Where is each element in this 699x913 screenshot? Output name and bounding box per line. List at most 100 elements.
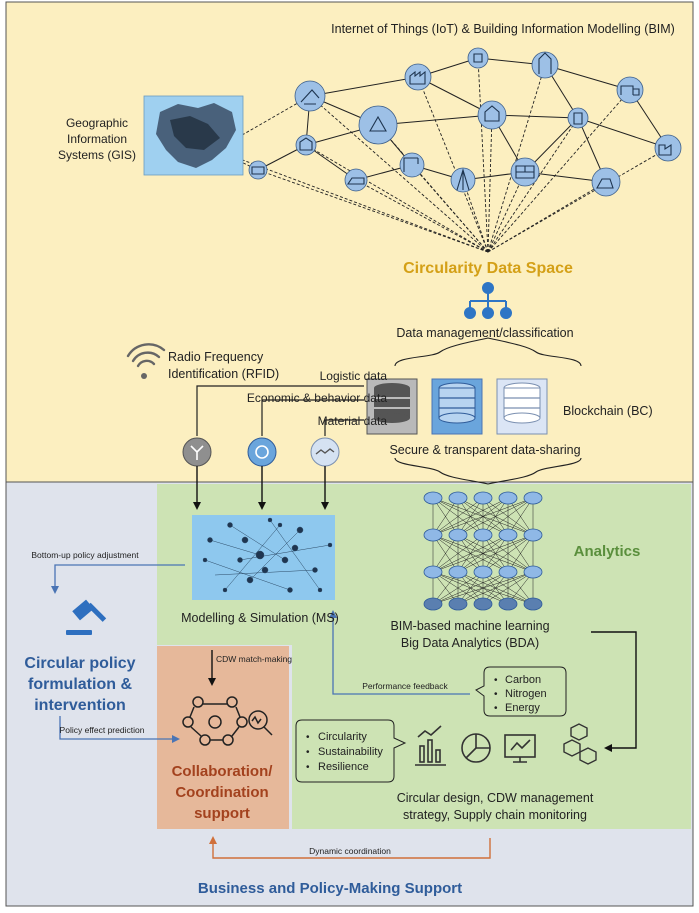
dynamic-coordination-label: Dynamic coordination <box>309 846 391 856</box>
neural-node <box>523 491 543 505</box>
neural-node <box>523 565 543 579</box>
bar-chart-icon <box>415 725 446 766</box>
neural-node <box>423 565 443 579</box>
svg-text:•: • <box>494 689 498 700</box>
rfid-icon <box>126 343 166 379</box>
neural-network-icon <box>423 491 543 611</box>
iot-title: Internet of Things (IoT) & Building Info… <box>331 22 675 36</box>
gis-label-line3: Systems (GIS) <box>58 148 136 162</box>
data-space-title: Circularity Data Space <box>403 260 573 277</box>
factory-node-icon <box>404 63 432 91</box>
mixer-node-icon <box>591 167 621 197</box>
data-to-ms-arrows <box>193 466 329 510</box>
bda-label-line1: BIM-based machine learning <box>390 619 549 633</box>
cdw-matchmaking-label: CDW match-making <box>216 654 292 664</box>
neural-node <box>448 597 468 611</box>
svg-text:•: • <box>494 675 498 686</box>
economic-data-label: Economic & behavior data <box>247 391 387 405</box>
data-feed-lines <box>196 385 364 436</box>
policy-title-line1: Circular policy <box>24 655 135 672</box>
upper-brace <box>394 337 582 367</box>
svg-text:•: • <box>306 747 310 758</box>
neural-node <box>473 528 493 542</box>
magnifier-icon <box>248 710 273 736</box>
feedback-callout <box>475 666 567 717</box>
neural-node <box>523 597 543 611</box>
neural-node <box>448 565 468 579</box>
database-logistic-icon <box>366 378 418 435</box>
sensor-node-icon <box>467 47 489 69</box>
collab-title-line1: Collaboration/ <box>172 763 274 780</box>
logistic-data-label: Logistic data <box>320 369 388 383</box>
ms-network-graph <box>202 517 333 593</box>
neural-node <box>423 491 443 505</box>
neural-node <box>423 597 443 611</box>
neural-node <box>473 565 493 579</box>
dynamic-coordination-arrow <box>209 836 491 859</box>
recycle-node-icon <box>358 105 398 145</box>
resilience-item: Resilience <box>318 761 369 773</box>
policy-effect-label: Policy effect prediction <box>60 725 145 735</box>
gis-label-line1: Geographic <box>66 116 128 130</box>
gis-map-detail <box>170 116 220 150</box>
material-handshake-icon <box>310 437 340 467</box>
blocks-icon <box>563 723 597 765</box>
outcome-label-line2: strategy, Supply chain monitoring <box>403 808 587 822</box>
collaboration-network-icon <box>182 696 248 746</box>
bottom-up-label: Bottom-up policy adjustment <box>31 550 139 560</box>
excavator-node-icon <box>294 80 326 112</box>
policy-effect-arrow <box>59 716 180 743</box>
neural-node <box>498 597 518 611</box>
neural-node <box>498 528 518 542</box>
feedback-item-energy: Energy <box>505 702 540 714</box>
material-data-label: Material data <box>318 414 388 428</box>
collab-title-line3: support <box>194 805 250 822</box>
pie-chart-icon <box>461 733 491 763</box>
house-node-icon <box>477 100 507 130</box>
database-economic-icon <box>431 378 483 435</box>
lower-brace <box>394 457 582 485</box>
monitor-icon <box>504 734 536 763</box>
collab-title-line2: Coordination <box>175 784 268 801</box>
ms-label: Modelling & Simulation (MS) <box>181 611 339 625</box>
svg-text:•: • <box>306 762 310 773</box>
iot-node-glyphs <box>251 52 672 191</box>
economic-cycle-icon <box>247 437 277 467</box>
gavel-icon <box>66 599 107 635</box>
blockchain-label: Blockchain (BC) <box>563 404 653 418</box>
circularity-callout <box>295 719 407 783</box>
building-node-icon <box>531 51 559 79</box>
car-node-icon <box>344 168 368 192</box>
outcome-label-line1: Circular design, CDW management <box>397 791 594 805</box>
neural-node <box>473 597 493 611</box>
truck-node-icon <box>616 76 644 104</box>
neural-node <box>498 491 518 505</box>
analytics-title: Analytics <box>574 543 641 560</box>
feedback-item-nitrogen: Nitrogen <box>505 688 547 700</box>
database-material-icon <box>496 378 548 435</box>
sustainability-item: Sustainability <box>318 746 383 758</box>
policy-title-line2: formulation & <box>28 676 132 693</box>
secure-sharing-label: Secure & transparent data-sharing <box>389 443 580 457</box>
circularity-item: Circularity <box>318 731 367 743</box>
hierarchy-icon <box>464 282 512 319</box>
bin-node-icon <box>567 107 589 129</box>
gis-label-line2: Information <box>67 132 127 146</box>
bottom-up-arrow <box>51 564 185 594</box>
policy-title-line3: intervention <box>34 697 126 714</box>
svg-text:•: • <box>306 732 310 743</box>
bda-label-line2: Big Data Analytics (BDA) <box>401 636 539 650</box>
neural-node <box>423 528 443 542</box>
neural-node <box>498 565 518 579</box>
ms-network-image <box>192 515 335 600</box>
data-management-label: Data management/classification <box>396 326 573 340</box>
footer-title: Business and Policy-Making Support <box>198 880 462 897</box>
neural-node <box>523 528 543 542</box>
rfid-label-line1: Radio Frequency <box>168 350 264 364</box>
performance-feedback-label: Performance feedback <box>362 681 448 691</box>
feedback-item-carbon: Carbon <box>505 674 541 686</box>
neural-node <box>448 528 468 542</box>
bda-to-outcome-arrow <box>591 631 637 752</box>
